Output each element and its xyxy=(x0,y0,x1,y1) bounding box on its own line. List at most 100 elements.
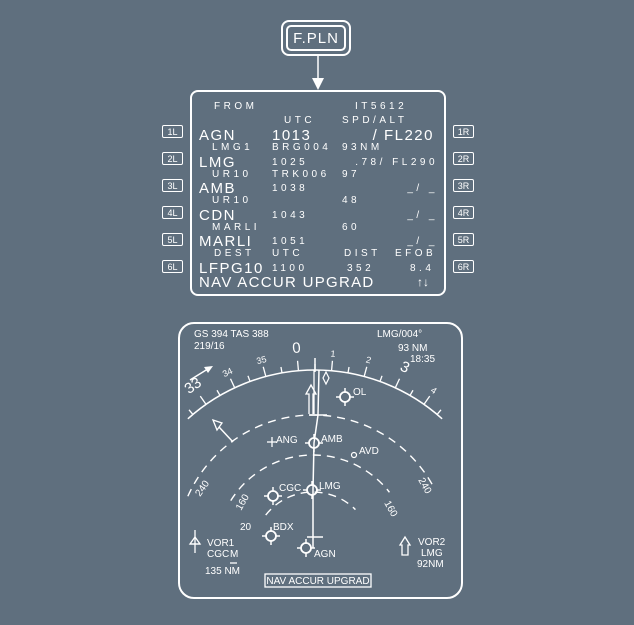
lsk-1r[interactable]: 1R xyxy=(453,125,474,138)
dest-dist: 352 xyxy=(347,263,375,274)
heading-tick xyxy=(423,395,431,405)
heading-tick xyxy=(188,409,194,415)
waypoint-cdn[interactable]: CDN xyxy=(199,206,236,224)
lsk-1l[interactable]: 1L xyxy=(162,125,183,138)
heading-tick xyxy=(436,409,442,415)
waypoint-bdx[interactable]: BDX xyxy=(262,522,294,545)
heading-tick xyxy=(199,395,207,405)
waypoint-spd-alt[interactable]: _/ _ xyxy=(407,209,438,221)
vor2-ident: LMG xyxy=(421,548,443,559)
waypoint-amb[interactable]: AMB xyxy=(199,180,237,197)
waypoint-label: AMB xyxy=(321,434,343,445)
navigation-display xyxy=(178,322,463,599)
lsk-6l[interactable]: 6L xyxy=(162,260,183,273)
heading-tick xyxy=(330,360,334,371)
gs-tas: GS 394 TAS 388 xyxy=(194,329,269,340)
waypoint-agn[interactable]: AGN xyxy=(297,539,336,560)
vor1-pointer-icon xyxy=(188,530,202,553)
vor1-mode: M xyxy=(230,549,238,560)
dest-utc: 1100 xyxy=(272,263,308,274)
waypoint-ol[interactable]: OL xyxy=(336,387,367,406)
vor2-distance: 92NM xyxy=(417,559,444,570)
waypoint-spd-alt[interactable]: / FL220 xyxy=(372,127,434,144)
heading-label: 1 xyxy=(330,349,336,359)
waypoint-label: LMG xyxy=(319,481,341,492)
range-label-160-right: 160 xyxy=(381,499,399,519)
dest-label: DEST xyxy=(214,248,255,259)
waypoint-lmg[interactable]: LMG xyxy=(303,481,341,499)
utc-header: UTC xyxy=(284,115,316,126)
range-rings xyxy=(187,414,435,516)
waypoint-lmg[interactable]: LMG xyxy=(199,153,237,171)
heading-label: 35 xyxy=(255,354,267,366)
waypoint-label: AVD xyxy=(359,446,379,457)
lsk-4r[interactable]: 4R xyxy=(453,206,474,219)
heading-tick xyxy=(363,366,368,377)
waypoint-avd[interactable]: AVD xyxy=(350,446,379,459)
lsk-2l[interactable]: 2L xyxy=(162,152,183,165)
flight-plan-route xyxy=(307,369,327,548)
waypoint-ang[interactable]: ANG xyxy=(267,435,298,447)
lsk-5r[interactable]: 5R xyxy=(453,233,474,246)
range-ring xyxy=(265,491,356,516)
leg-bearing: TRK006 xyxy=(272,168,330,180)
waypoint-utc: 1013 xyxy=(272,127,312,144)
lsk-6r[interactable]: 6R xyxy=(453,260,474,273)
waypoint-agn[interactable]: AGN xyxy=(199,127,237,144)
waypoint-utc: 1038 xyxy=(272,183,309,194)
lsk-3l[interactable]: 3L xyxy=(162,179,183,192)
heading-tick xyxy=(229,378,236,389)
waypoint-spd-alt[interactable]: .78/ FL290 xyxy=(355,156,438,168)
lsk-5l[interactable]: 5L xyxy=(162,233,183,246)
heading-tick xyxy=(247,375,251,382)
waypoint-label: ANG xyxy=(276,435,298,446)
waypoint-spd-alt[interactable]: _/ _ xyxy=(407,183,438,194)
waypoint-label: OL xyxy=(353,387,367,398)
waypoint-utc: 1051 xyxy=(272,236,309,247)
range-label-240-right: 240 xyxy=(415,476,433,496)
vor1-distance: 135 NM xyxy=(205,566,240,577)
lsk-3r[interactable]: 3R xyxy=(453,179,474,192)
wind-arrow-icon xyxy=(189,366,213,381)
leg-distance: 93NM xyxy=(342,142,383,153)
heading-tick xyxy=(394,378,401,389)
waypoint-utc: 1025 xyxy=(272,156,309,168)
spdalt-header: SPD/ALT xyxy=(342,115,408,126)
heading-tick xyxy=(280,366,283,373)
range-ring xyxy=(230,454,390,501)
vor1-ident: CGC xyxy=(207,549,229,560)
leg-bearing: BRG004 xyxy=(272,142,332,153)
heading-label: 34 xyxy=(221,366,234,379)
waypoint-utc: 1043 xyxy=(272,209,309,221)
next-waypoint-dist: 93 NM xyxy=(398,343,427,354)
heading-label: 2 xyxy=(365,355,372,366)
lsk-4l[interactable]: 4L xyxy=(162,206,183,219)
heading-tick xyxy=(409,389,414,396)
waypoint-label: CGC xyxy=(279,483,301,494)
dest-utc-label: UTC xyxy=(272,248,304,259)
heading-label: 0 xyxy=(292,339,302,357)
range-label-20: 20 xyxy=(240,522,252,533)
waypoint-amb[interactable]: AMB xyxy=(305,434,343,452)
heading-label: 3 xyxy=(397,358,412,377)
vor2-pointer-icon xyxy=(398,535,412,556)
waypoint-cgc[interactable]: CGC xyxy=(264,483,301,505)
wind-readout: 219/16 xyxy=(194,341,225,352)
lsk-2r[interactable]: 2R xyxy=(453,152,474,165)
leg-distance: 97 xyxy=(342,168,361,180)
leg-airway: UR10 xyxy=(212,195,252,206)
waypoint-spd-alt[interactable]: _/ _ xyxy=(407,236,438,247)
dest-efob: 8.4 xyxy=(410,263,435,274)
dest-waypoint[interactable]: LFPG10 xyxy=(199,260,264,277)
heading-tick xyxy=(379,375,383,382)
from-label: FROM xyxy=(214,101,258,112)
waypoint-marli[interactable]: MARLI xyxy=(199,233,253,250)
leg-distance: 48 xyxy=(342,195,361,206)
fpln-key[interactable]: F.PLN xyxy=(281,20,351,56)
vor2-label: VOR2 xyxy=(418,537,446,548)
scroll-arrows-icon[interactable]: ↑↓ xyxy=(417,275,429,289)
heading-tick xyxy=(216,389,221,396)
heading-tick xyxy=(296,360,300,371)
